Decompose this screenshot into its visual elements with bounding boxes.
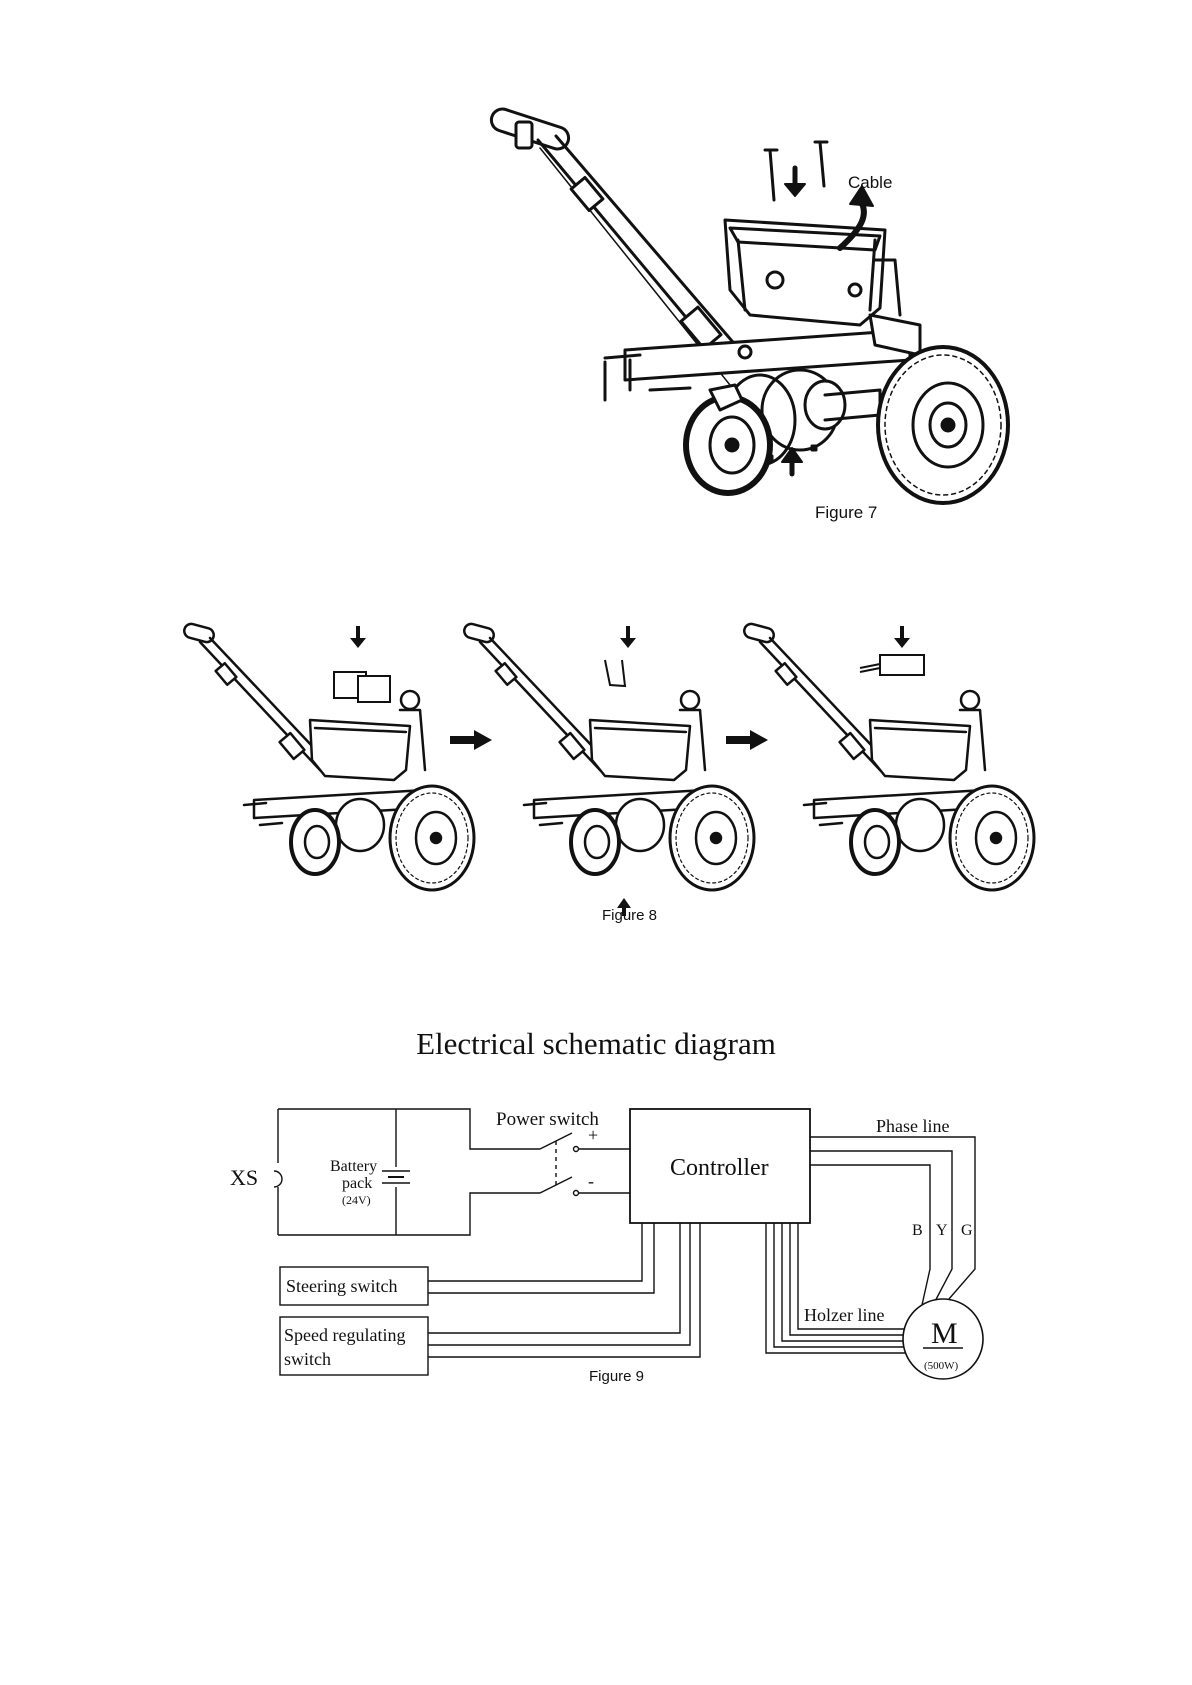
plug-icon — [274, 1171, 282, 1187]
xs-label: XS — [230, 1165, 258, 1190]
motor-power: (500W) — [924, 1360, 959, 1372]
motor-symbol: M — [931, 1317, 958, 1350]
drive-wheel — [878, 347, 1008, 503]
speed-switch-label: switch — [284, 1349, 331, 1369]
figure-8-caption: Figure 8 — [602, 907, 657, 924]
controller-label: Controller — [670, 1155, 769, 1181]
spreader-step-2 — [463, 622, 754, 916]
phase-b-label: B — [912, 1222, 923, 1239]
battery-voltage: (24V) — [342, 1193, 371, 1207]
caster-wheel — [686, 385, 770, 493]
controller-box-icon — [880, 655, 924, 675]
bracket-icon — [605, 660, 625, 686]
phase-line-g — [810, 1137, 975, 1307]
minus-terminal: - — [588, 1171, 594, 1191]
battery-icon — [358, 676, 390, 702]
speed-switch-label: Speed regulating — [284, 1325, 405, 1345]
phase-y-label: Y — [936, 1222, 948, 1239]
figure-7-illustration: Cable Figure 7 — [480, 100, 1080, 540]
power-switch-label: Power switch — [496, 1109, 599, 1130]
cable-label: Cable — [848, 173, 892, 192]
figure-8-illustration: Figure 8 — [170, 620, 1100, 930]
plus-terminal: + — [588, 1125, 598, 1145]
schematic-title: Electrical schematic diagram — [0, 1026, 1192, 1062]
handle-grip — [489, 106, 572, 152]
battery-label: pack — [342, 1175, 372, 1192]
electrical-schematic: XS Battery pack (24V) Power switch + - C… — [230, 1095, 1000, 1395]
phase-g-label: G — [961, 1222, 973, 1239]
spreader-step-1 — [183, 622, 474, 890]
step-arrow-icon — [726, 730, 768, 750]
battery-label: Battery — [330, 1158, 377, 1175]
hopper — [725, 220, 885, 325]
phase-line-label: Phase line — [876, 1116, 950, 1136]
holzer-line-label: Holzer line — [804, 1305, 884, 1325]
steering-switch-label: Steering switch — [286, 1276, 397, 1296]
figure-9-caption: Figure 9 — [589, 1368, 644, 1385]
step-arrow-icon — [450, 730, 492, 750]
figure-7-caption: Figure 7 — [815, 503, 877, 522]
spreader-step-3 — [743, 622, 1034, 890]
